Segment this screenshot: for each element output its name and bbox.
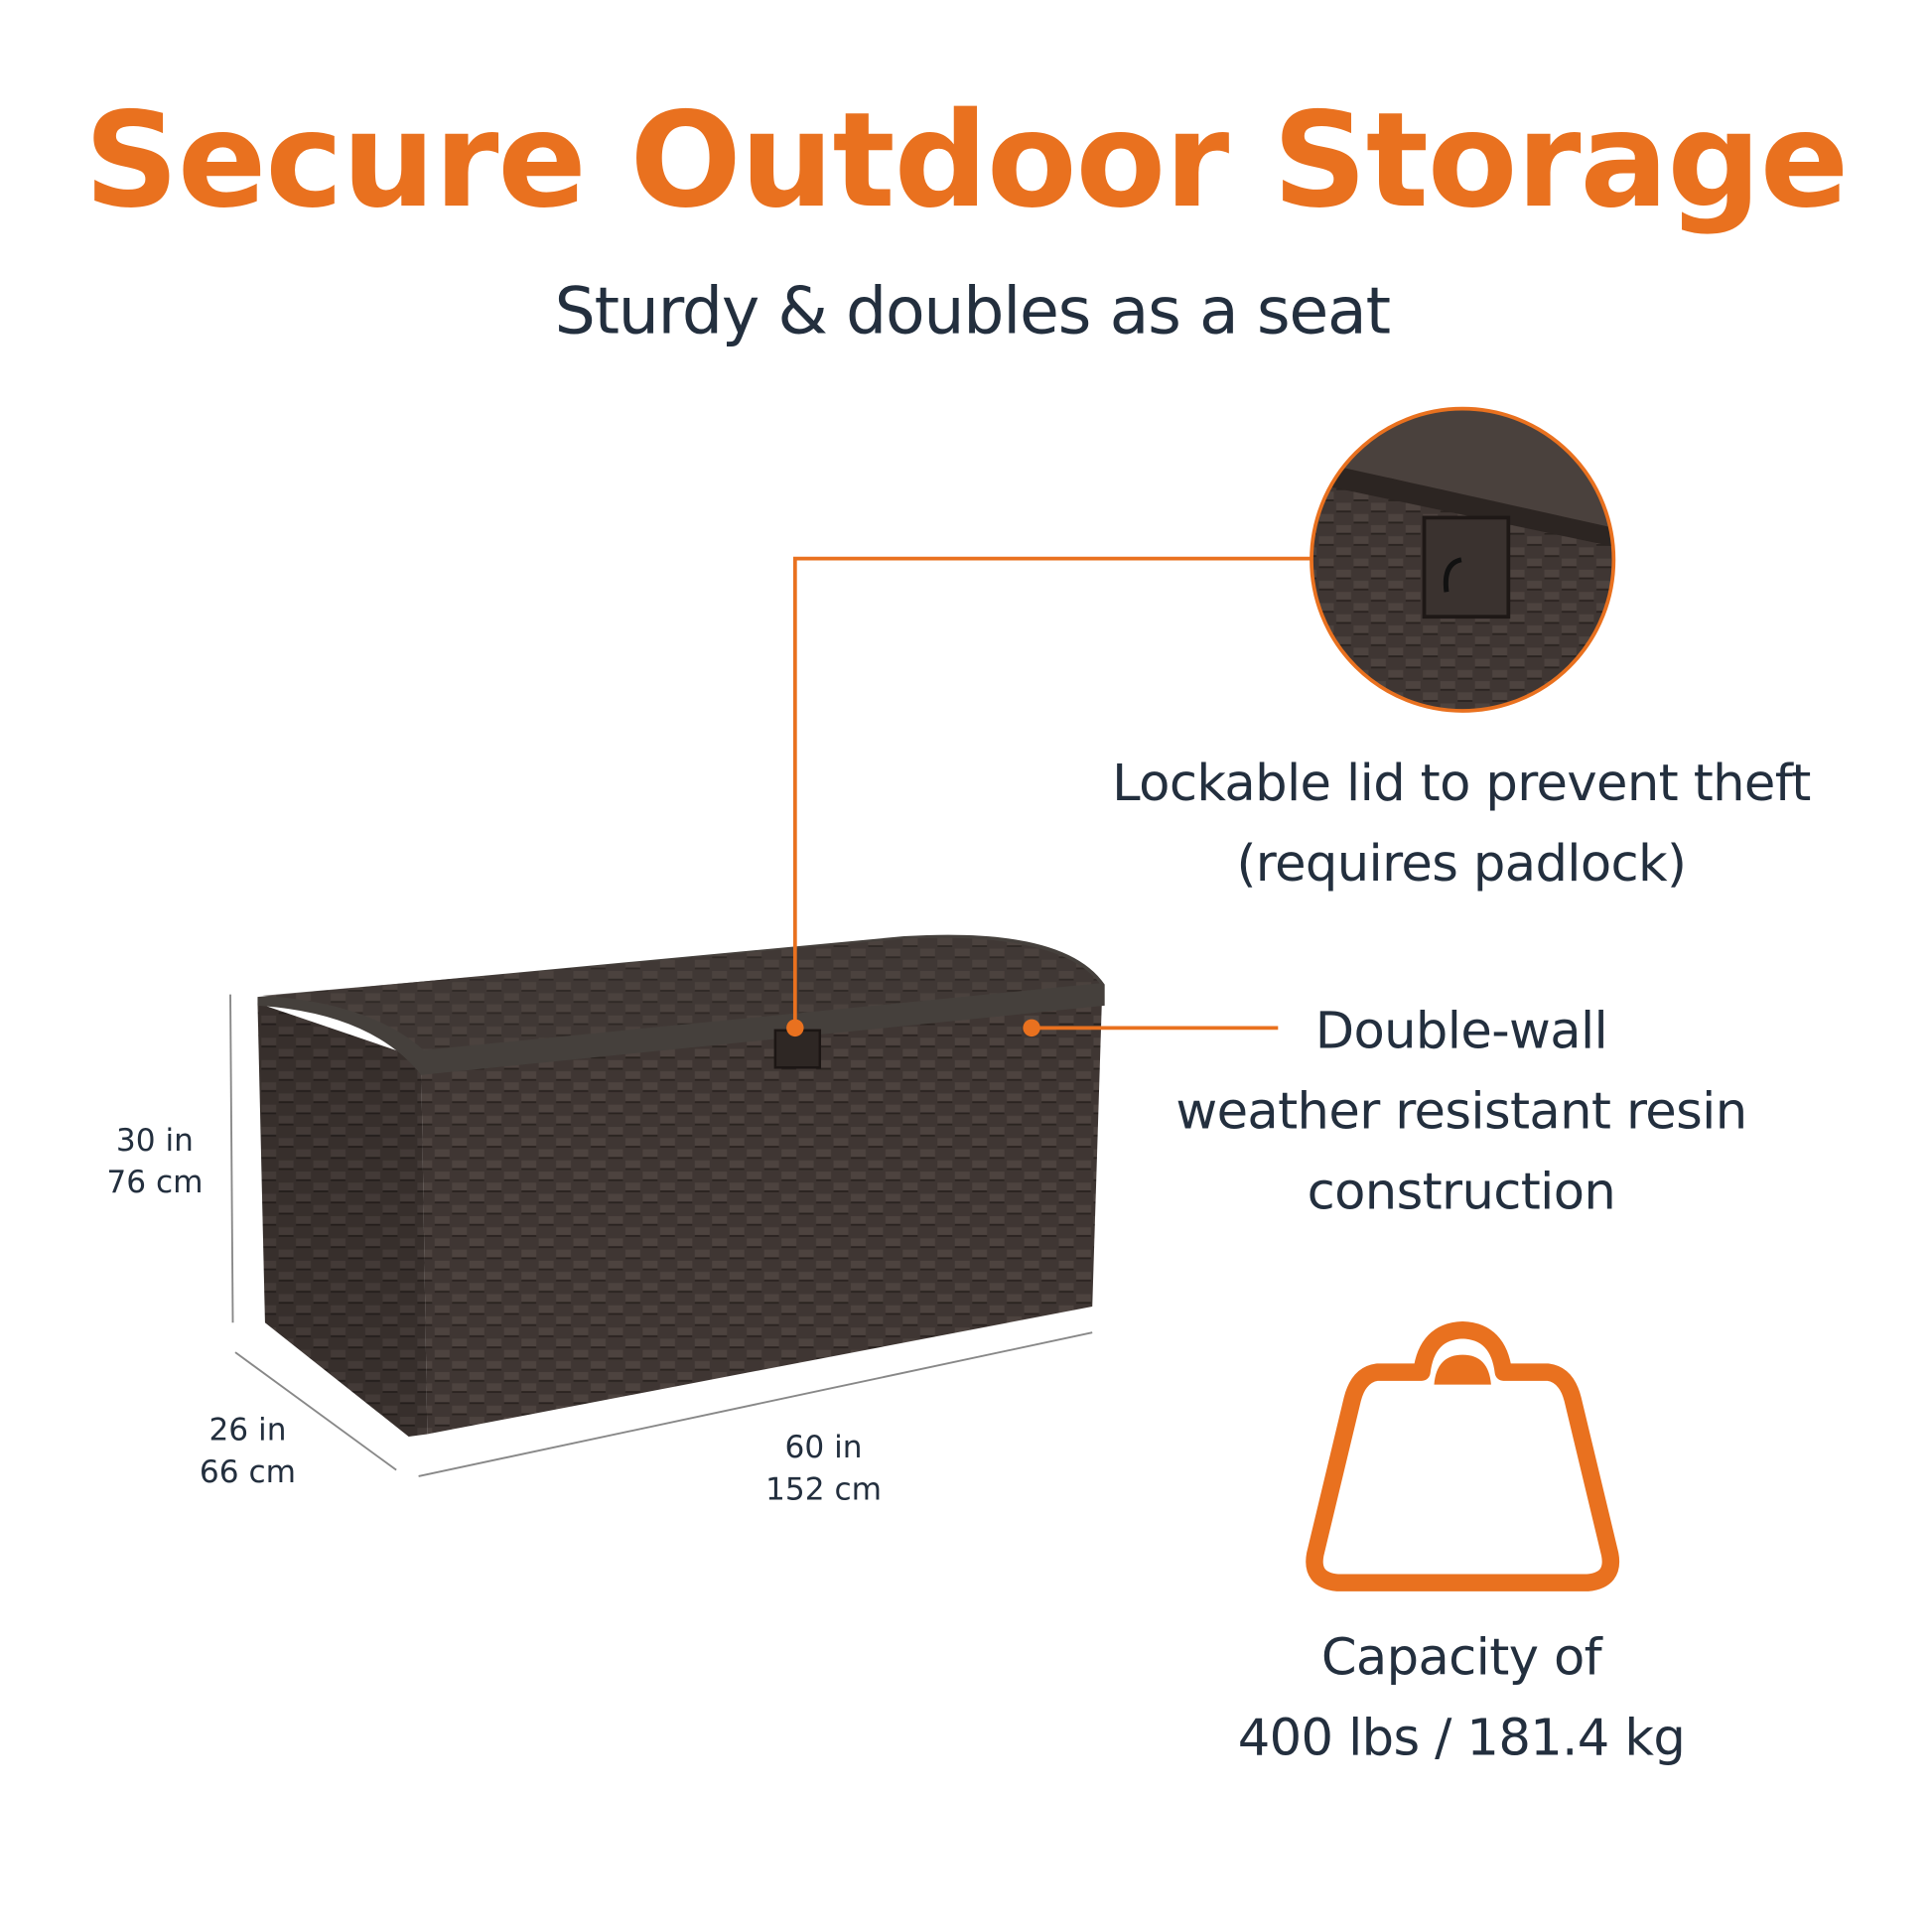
dimension-imperial: 60 in	[784, 1429, 863, 1465]
page-subtitle: Sturdy & doubles as a seat	[554, 274, 1391, 349]
height-dimension: 30 in 76 cm	[80, 1120, 229, 1204]
capacity-feature: Capacity of 400 lbs / 181.4 kg	[1115, 1617, 1809, 1778]
page-title: Secure Outdoor Storage	[83, 83, 1850, 237]
feature-text: Double-wall	[1314, 1000, 1608, 1060]
box-side	[257, 1003, 428, 1437]
feature-text: weather resistant resin	[1175, 1080, 1747, 1141]
lock-callout-line	[792, 556, 1311, 1029]
feature-text: Capacity of	[1320, 1627, 1602, 1687]
feature-text: construction	[1307, 1162, 1616, 1221]
dimension-imperial: 30 in	[115, 1122, 194, 1159]
feature-text: (requires padlock)	[1236, 833, 1687, 894]
double-wall-feature: Double-wall weather resistant resin cons…	[1090, 991, 1833, 1232]
feature-text: 400 lbs / 181.4 kg	[1237, 1708, 1686, 1768]
lock-closeup-ring	[1310, 406, 1616, 713]
lock-closeup-image	[1311, 408, 1614, 712]
dimension-metric: 76 cm	[106, 1164, 204, 1200]
weight-icon	[1306, 1320, 1620, 1591]
width-dimension: 60 in 152 cm	[743, 1427, 903, 1511]
dimension-metric: 152 cm	[765, 1470, 882, 1508]
width-dimension-line	[418, 1331, 1093, 1477]
dimension-imperial: 26 in	[208, 1412, 287, 1449]
box-front	[421, 990, 1103, 1435]
lock-callout-dot	[786, 1019, 804, 1037]
height-dimension-line	[229, 994, 234, 1323]
depth-dimension-line	[234, 1351, 397, 1471]
lockable-lid-feature: Lockable lid to prevent theft (requires …	[1065, 743, 1858, 903]
feature-text: Lockable lid to prevent theft	[1112, 753, 1811, 813]
depth-dimension: 26 in 66 cm	[174, 1410, 323, 1494]
lock-hasp	[773, 1029, 822, 1069]
wall-callout-dot	[1023, 1019, 1040, 1037]
dimension-metric: 66 cm	[199, 1453, 297, 1490]
